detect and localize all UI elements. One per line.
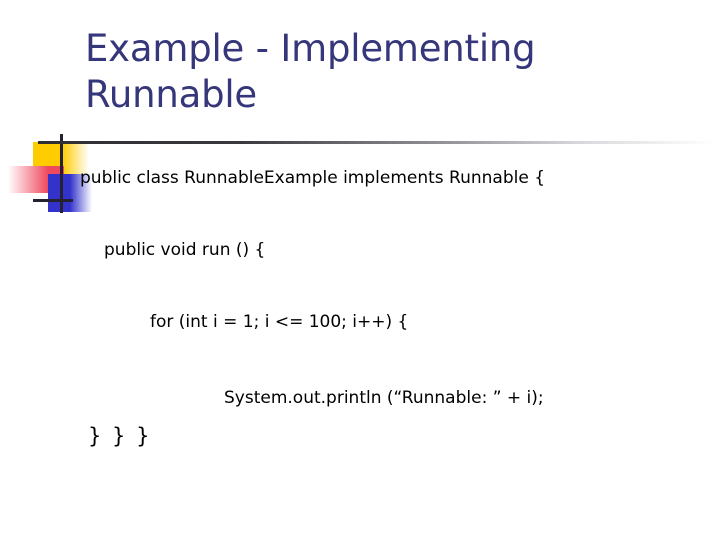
decor-cross-horizontal xyxy=(33,199,73,202)
decorative-motif xyxy=(0,60,160,213)
code-line-closing-braces: } } } xyxy=(88,424,152,448)
decor-square-blue xyxy=(48,174,92,212)
code-line-for-loop: for (int i = 1; i <= 100; i++) { xyxy=(150,312,409,332)
title-divider-rule xyxy=(38,141,714,144)
code-line-run-method: public void run () { xyxy=(104,240,266,260)
code-line-class-declaration: public class RunnableExample implements … xyxy=(80,168,546,188)
decor-cross-vertical xyxy=(60,134,63,213)
code-line-println: System.out.println (“Runnable: ” + i); xyxy=(224,388,544,408)
slide-title: Example - Implementing Runnable xyxy=(85,27,536,116)
